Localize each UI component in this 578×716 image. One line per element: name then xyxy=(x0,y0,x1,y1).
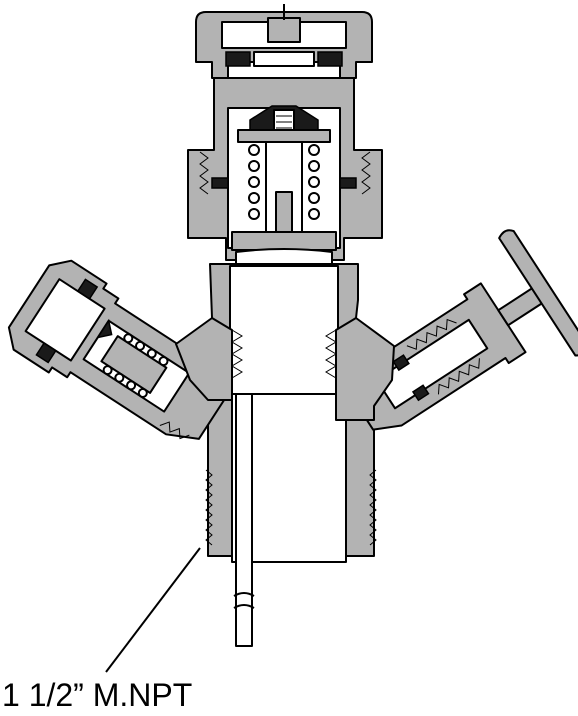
callout-leader-line xyxy=(105,547,201,673)
valve-body xyxy=(209,263,359,395)
handwheel xyxy=(195,4,373,79)
connection-size-callout: 1 1/2” M.NPT xyxy=(2,547,201,713)
relief-valve-left xyxy=(7,259,230,440)
stem-spring-assembly xyxy=(231,105,337,265)
coil-spring xyxy=(248,144,320,220)
dip-tube xyxy=(233,393,255,647)
shutoff-valve-right xyxy=(347,229,578,431)
body-side-bosses xyxy=(175,317,395,421)
npt-size-label: 1 1/2” M.NPT xyxy=(2,677,192,713)
